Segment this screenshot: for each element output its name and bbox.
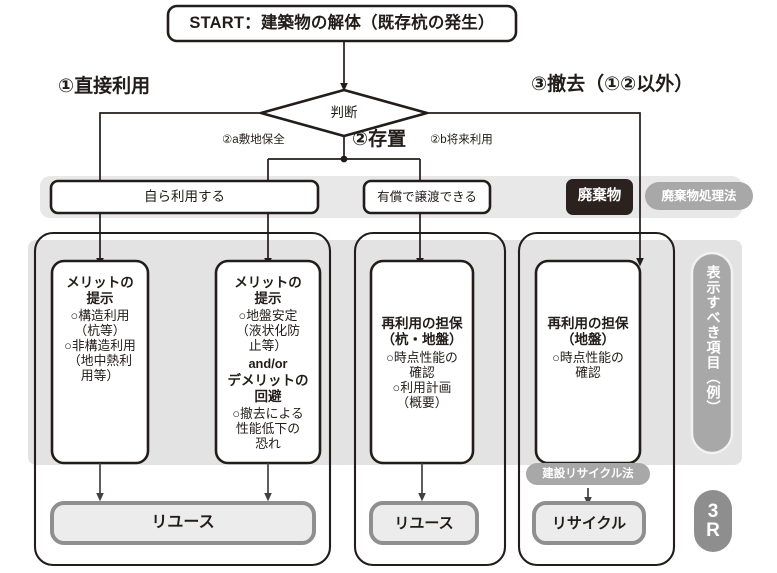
side-label-pill-shape <box>690 251 734 455</box>
lane-box-1-shape <box>49 179 320 215</box>
lane-box-3-shape <box>566 179 633 215</box>
construction-recycle-law-badge-label: 建設リサイクル法 <box>542 468 634 480</box>
start-box-label: START：建築物の解体（既存杭の発生） <box>189 14 495 32</box>
decision-label: 判断 <box>330 105 358 120</box>
card-4-heading: 再利用の担保 （地盤） <box>547 316 629 347</box>
waste-law-badge-label: 廃棄物処理法 <box>661 189 737 203</box>
card-3-body: ○時点性能の 確認 ○利用計画 （概要） <box>386 350 458 411</box>
connector-branch-right <box>427 112 641 238</box>
outcome-label-2: リユース <box>394 515 454 532</box>
outcome-box-3-shape <box>532 501 646 545</box>
card-1-heading: メリットの 提示 <box>66 275 134 306</box>
panel-group-2 <box>353 231 507 567</box>
outcome-label-3: リサイクル <box>551 515 627 532</box>
branch-label-center-a: ②a敷地保全 <box>222 134 285 146</box>
side-3r-pill-shape <box>694 490 732 552</box>
lane-box-2-shape <box>362 179 492 215</box>
outcome-box-2-shape <box>369 501 479 545</box>
lane-label-1: 自ら利用する <box>144 189 225 204</box>
outcome-label-1: リユース <box>151 514 215 531</box>
construction-recycle-law-badge-shape <box>526 463 650 485</box>
branch-label-right: ③撤去（①②以外） <box>531 74 694 95</box>
side-label-text: 表示すべき項目（例） <box>705 265 722 415</box>
waste-law-badge-shape <box>645 182 753 210</box>
outcome-box-1-shape <box>50 501 316 545</box>
lane-label-3: 廃棄物 <box>577 188 622 204</box>
card-2-heading-2: デメリットの 回避 <box>227 373 309 404</box>
card-2-body-2: ○撤去による 性能低下の 恐れ <box>232 406 304 452</box>
lane-label-2: 有償で譲渡できる <box>377 190 477 204</box>
card-2-body: ○地盤安定 （液状化防 止等） <box>236 308 300 354</box>
branch-label-left: ①直接利用 <box>58 76 151 97</box>
connector-branch-left <box>99 112 261 238</box>
card-2-midtext: and/or <box>248 356 288 371</box>
card-4-body: ○時点性能の 確認 <box>552 350 624 381</box>
start-box-shape <box>166 4 518 43</box>
card-3-heading: 再利用の担保 （杭・地盤） <box>381 316 463 347</box>
card-1-body: ○構造利用 （杭等） ○非構造利用 （地中熱利 用等） <box>64 308 136 384</box>
card-2-heading: メリットの 提示 <box>234 275 302 306</box>
panel-group-3 <box>517 231 676 567</box>
branch-label-center-b: ②b将来利用 <box>430 134 493 146</box>
branch-label-center: ②存置 <box>352 129 407 150</box>
panel-group-1 <box>33 231 332 567</box>
